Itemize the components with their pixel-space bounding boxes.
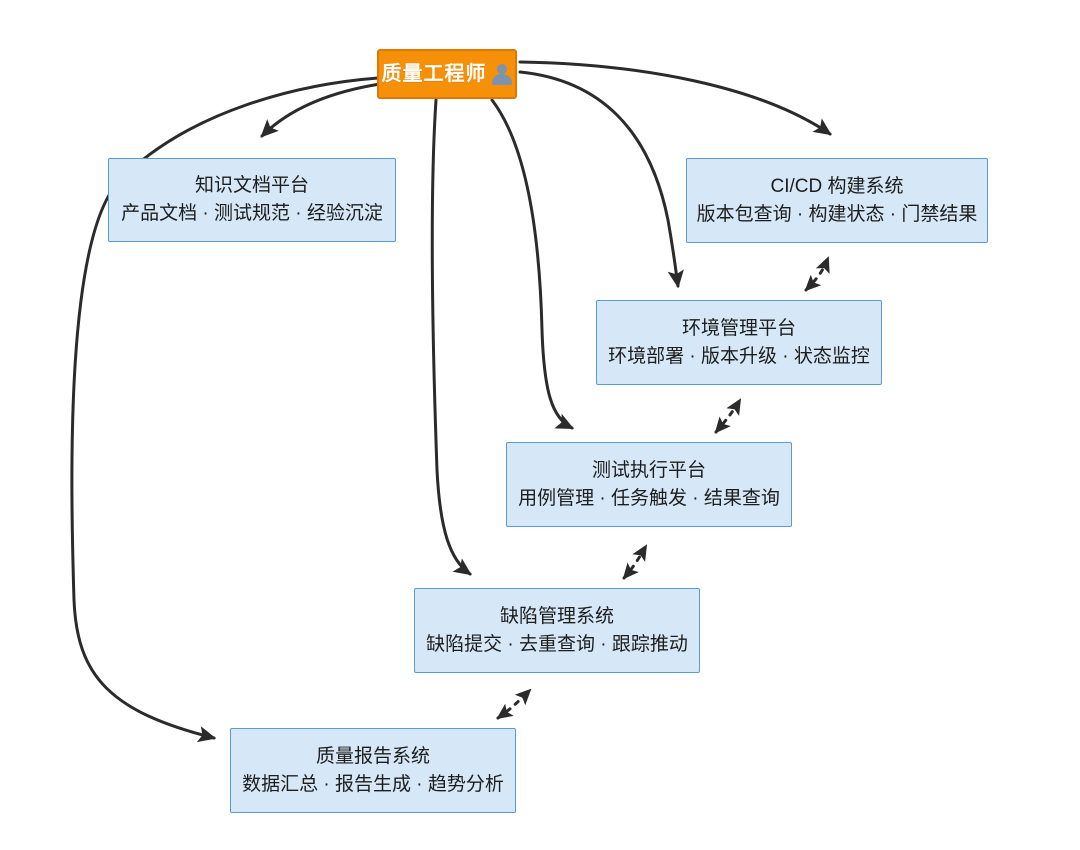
- edge-actor-to-environment: [518, 70, 684, 289]
- edge-environment-cicd: [804, 256, 830, 292]
- edge-actor-to-defect: [430, 98, 472, 576]
- node-test-execution-platform-title: 测试执行平台: [591, 459, 706, 481]
- edge-actor-to-test: [490, 98, 574, 430]
- node-cicd-build-system[interactable]: CI/CD 构建系统 版本包查询 · 构建状态 · 门禁结果: [686, 158, 988, 243]
- node-cicd-build-system-subtitle: 版本包查询 · 构建状态 · 门禁结果: [696, 203, 978, 225]
- node-knowledge-doc-platform-title: 知识文档平台: [194, 175, 309, 197]
- node-environment-management-platform-title: 环境管理平台: [681, 317, 796, 339]
- node-quality-report-system[interactable]: 质量报告系统 数据汇总 · 报告生成 · 趋势分析: [230, 728, 516, 813]
- node-quality-engineer-label: 质量工程师: [381, 63, 487, 85]
- node-environment-management-platform[interactable]: 环境管理平台 环境部署 · 版本升级 · 状态监控: [596, 300, 882, 385]
- node-defect-management-system-subtitle: 缺陷提交 · 去重查询 · 跟踪推动: [426, 633, 688, 655]
- node-quality-report-system-title: 质量报告系统: [315, 745, 430, 767]
- node-knowledge-doc-platform[interactable]: 知识文档平台 产品文档 · 测试规范 · 经验沉淀: [108, 158, 396, 242]
- edge-test-environment: [714, 398, 742, 434]
- edge-report-defect: [496, 688, 532, 720]
- node-test-execution-platform[interactable]: 测试执行平台 用例管理 · 任务触发 · 结果查询: [506, 442, 792, 527]
- person-icon: [491, 63, 513, 85]
- node-quality-engineer[interactable]: 质量工程师: [377, 49, 517, 99]
- node-cicd-build-system-title: CI/CD 构建系统: [770, 175, 904, 197]
- node-defect-management-system-title: 缺陷管理系统: [499, 605, 614, 627]
- node-quality-engineer-title: 质量工程师: [382, 63, 513, 85]
- edge-defect-test: [622, 544, 648, 580]
- node-environment-management-platform-subtitle: 环境部署 · 版本升级 · 状态监控: [608, 345, 870, 367]
- node-defect-management-system[interactable]: 缺陷管理系统 缺陷提交 · 去重查询 · 跟踪推动: [414, 588, 700, 673]
- node-knowledge-doc-platform-subtitle: 产品文档 · 测试规范 · 经验沉淀: [121, 203, 383, 224]
- edge-actor-to-cicd: [518, 60, 832, 136]
- edge-actor-to-knowledge: [260, 82, 382, 138]
- node-test-execution-platform-subtitle: 用例管理 · 任务触发 · 结果查询: [518, 487, 780, 509]
- node-quality-report-system-subtitle: 数据汇总 · 报告生成 · 趋势分析: [242, 773, 504, 795]
